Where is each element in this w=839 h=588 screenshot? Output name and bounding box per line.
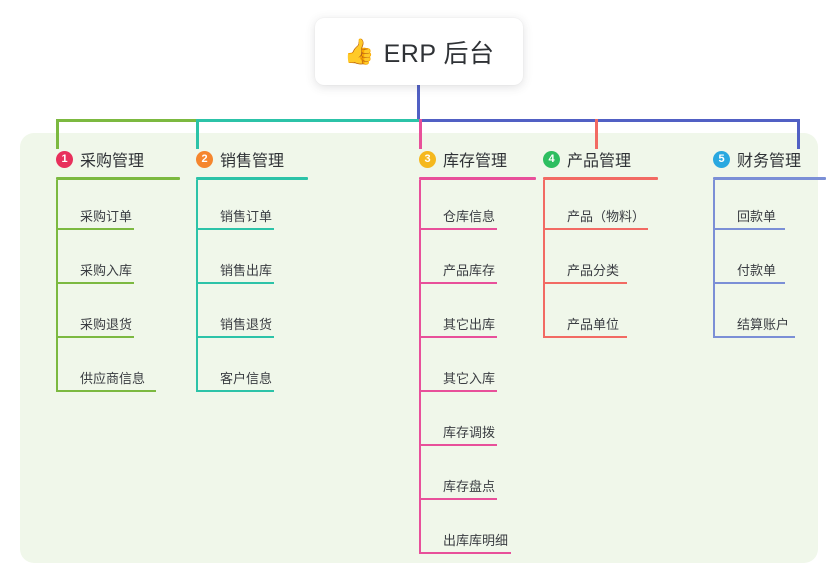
connector-hbar-2 bbox=[196, 119, 422, 122]
column-header-rule-1 bbox=[56, 177, 180, 180]
list-item-rule bbox=[419, 390, 497, 392]
column-header-3[interactable]: 3 库存管理 bbox=[409, 146, 507, 172]
column-header-rule-2 bbox=[196, 177, 308, 180]
list-item-rule bbox=[543, 282, 627, 284]
list-item-rule bbox=[56, 282, 134, 284]
column-header-5[interactable]: 5 财务管理 bbox=[703, 146, 801, 172]
column-badge-5: 5 bbox=[713, 150, 730, 168]
column-title-4: 产品管理 bbox=[567, 153, 632, 170]
list-item-rule bbox=[56, 390, 156, 392]
connector-drop-3 bbox=[419, 119, 422, 149]
connector-hbar-1 bbox=[56, 119, 199, 122]
list-item-label: 付款单 bbox=[737, 263, 777, 278]
column-title-1: 采购管理 bbox=[80, 153, 145, 170]
list-item-label: 库存盘点 bbox=[443, 479, 496, 494]
list-item-label: 其它出库 bbox=[443, 317, 496, 332]
list-item-rule bbox=[419, 282, 497, 284]
list-item-rule bbox=[419, 444, 497, 446]
column-title-5: 财务管理 bbox=[737, 153, 802, 170]
column-4: 4 产品管理产品（物料） 产品分类产品单位 bbox=[533, 146, 658, 338]
column-spine-5 bbox=[713, 180, 715, 336]
list-item-label: 采购退货 bbox=[80, 317, 133, 332]
list-item-label: 采购订单 bbox=[80, 209, 133, 224]
list-item-label: 供应商信息 bbox=[80, 371, 146, 386]
list-item-label: 产品（物料） bbox=[567, 209, 646, 224]
column-header-rule-4 bbox=[543, 177, 658, 180]
list-item-rule bbox=[196, 228, 274, 230]
column-header-2[interactable]: 2 销售管理 bbox=[186, 146, 284, 172]
list-item-label: 采购入库 bbox=[80, 263, 133, 278]
column-header-rule-3 bbox=[419, 177, 536, 180]
list-item-rule bbox=[56, 336, 134, 338]
column-badge-4: 4 bbox=[543, 150, 560, 168]
list-item-label: 产品单位 bbox=[567, 317, 620, 332]
list-item-rule bbox=[713, 282, 785, 284]
list-item-rule bbox=[713, 228, 785, 230]
list-item-rule bbox=[196, 390, 274, 392]
column-header-4[interactable]: 4 产品管理 bbox=[533, 146, 631, 172]
list-item-rule bbox=[419, 552, 511, 554]
list-item-label: 销售退货 bbox=[220, 317, 273, 332]
column-5: 5 财务管理回款单付款单结算账户 bbox=[703, 146, 826, 338]
column-spine-2 bbox=[196, 180, 198, 390]
column-title-2: 销售管理 bbox=[220, 153, 285, 170]
list-item-rule bbox=[713, 336, 795, 338]
column-header-rule-5 bbox=[713, 177, 826, 180]
connector-drop-1 bbox=[56, 119, 59, 149]
list-item-rule bbox=[419, 498, 497, 500]
list-item-label: 出库库明细 bbox=[443, 533, 509, 548]
list-item-label: 其它入库 bbox=[443, 371, 496, 386]
column-spine-1 bbox=[56, 180, 58, 390]
column-badge-2: 2 bbox=[196, 150, 213, 168]
column-3: 3 库存管理仓库信息产品库存其它出库其它入库库存调拨库存盘点出库库明细 bbox=[409, 146, 536, 554]
list-item-label: 结算账户 bbox=[737, 317, 790, 332]
list-item-rule bbox=[196, 336, 274, 338]
column-1: 1 采购管理采购订单采购入库采购退货供应商信息 bbox=[46, 146, 180, 392]
list-item-label: 客户信息 bbox=[220, 371, 273, 386]
list-item-rule bbox=[419, 228, 497, 230]
connector-hbar-3 bbox=[419, 119, 800, 122]
connector-trunk bbox=[417, 85, 420, 121]
list-item-label: 仓库信息 bbox=[443, 209, 496, 224]
list-item-label: 产品分类 bbox=[567, 263, 620, 278]
column-2: 2 销售管理销售订单销售出库销售退货客户信息 bbox=[186, 146, 308, 392]
column-badge-1: 1 bbox=[56, 150, 73, 168]
list-item-rule bbox=[196, 282, 274, 284]
list-item-label: 销售订单 bbox=[220, 209, 273, 224]
column-badge-3: 3 bbox=[419, 150, 436, 168]
list-item-label: 销售出库 bbox=[220, 263, 273, 278]
connector-drop-2 bbox=[196, 119, 199, 149]
root-title: ERP 后台 bbox=[383, 39, 495, 68]
column-spine-3 bbox=[419, 180, 421, 552]
root-node[interactable]: 👍 ERP 后台 bbox=[315, 18, 523, 85]
column-spine-4 bbox=[543, 180, 545, 336]
list-item-rule bbox=[543, 228, 648, 230]
column-header-1[interactable]: 1 采购管理 bbox=[46, 146, 144, 172]
list-item-label: 产品库存 bbox=[443, 263, 496, 278]
connector-drop-4 bbox=[595, 119, 598, 149]
list-item-label: 库存调拨 bbox=[443, 425, 496, 440]
column-title-3: 库存管理 bbox=[443, 153, 508, 170]
list-item-rule bbox=[56, 228, 134, 230]
list-item-label: 回款单 bbox=[737, 209, 777, 224]
connector-drop-5 bbox=[797, 119, 800, 149]
list-item-rule bbox=[419, 336, 497, 338]
list-item-rule bbox=[543, 336, 627, 338]
thumbs-up-icon: 👍 bbox=[343, 37, 375, 66]
